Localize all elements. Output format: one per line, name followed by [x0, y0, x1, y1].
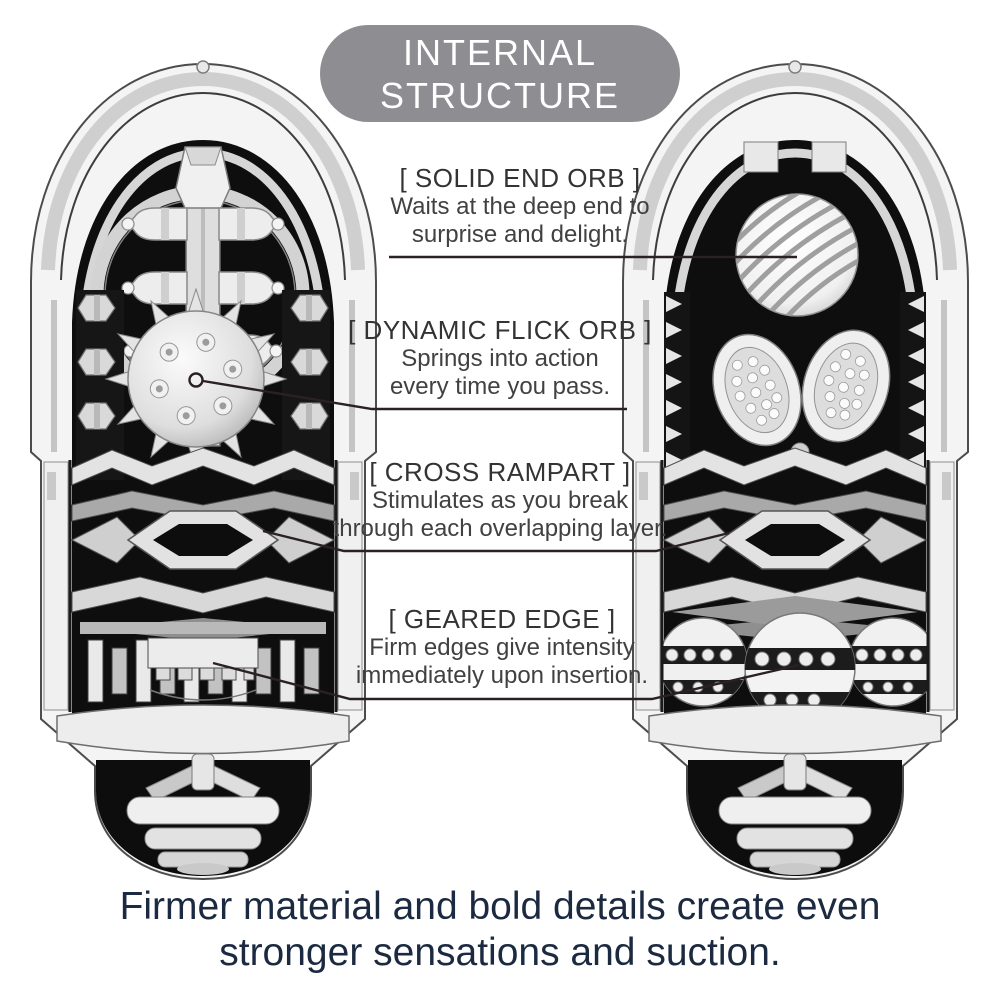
solid-end-orb-graphic	[735, 193, 859, 317]
zipper-teeth-rails	[664, 292, 926, 477]
annotation-desc-line2: through each overlapping layer.	[332, 515, 668, 542]
annotation-title: [ GEARED EDGE ]	[388, 604, 616, 634]
annotation-geared-edge: [ GEARED EDGE ] Firm edges give intensit…	[322, 604, 682, 690]
annotation-desc-line1: Stimulates as you break	[371, 487, 629, 514]
right-product-cutaway	[623, 61, 968, 879]
annotation-dynamic-flick-orb: [ DYNAMIC FLICK ORB ] Springs into actio…	[320, 315, 680, 401]
geared-edge-graphic-left	[80, 622, 326, 703]
annotation-desc-line2: every time you pass.	[389, 373, 611, 400]
dynamic-flick-orb-graphic	[104, 287, 288, 471]
pointer-lines	[188, 255, 800, 701]
annotation-title: [ DYNAMIC FLICK ORB ]	[348, 315, 652, 345]
dimpled-pod-left	[712, 333, 802, 447]
bottom-caption-line2: stronger sensations and suction.	[219, 931, 781, 974]
geared-edge-pointer-line	[212, 661, 800, 701]
annotation-desc-line1: Waits at the deep end to	[390, 193, 650, 220]
geared-edge-graphic-right	[658, 596, 938, 724]
dynamic-flick-orb-pointer-line	[188, 372, 627, 411]
annotation-cross-rampart: [ CROSS RAMPART ] Stimulates as you brea…	[320, 457, 680, 543]
annotation-desc-line1: Firm edges give intensity	[369, 634, 635, 661]
bottom-caption-line1: Firmer material and bold details create …	[119, 885, 881, 928]
hex-knob	[175, 146, 231, 209]
annotation-title: [ CROSS RAMPART ]	[369, 457, 631, 487]
top-tabs	[743, 141, 847, 173]
annotation-desc-line1: Springs into action	[401, 345, 599, 372]
title-badge-line1: INTERNAL	[402, 31, 598, 73]
annotation-title: [ SOLID END ORB ]	[399, 163, 641, 193]
title-badge: INTERNAL STRUCTURE	[320, 25, 680, 122]
bottom-caption: Firmer material and bold details create …	[0, 884, 1000, 976]
annotation-solid-end-orb: [ SOLID END ORB ] Waits at the deep end …	[340, 163, 700, 249]
annotation-desc-line2: surprise and delight.	[411, 221, 629, 248]
annotation-desc-line2: immediately upon insertion.	[355, 662, 649, 689]
flick-orb-face-cones	[149, 332, 243, 426]
dimpled-pod-right	[801, 329, 891, 443]
cross-rampart-pointer-line	[262, 529, 730, 553]
title-badge-line2: STRUCTURE	[380, 74, 620, 116]
left-product-cutaway	[31, 61, 376, 879]
side-hex-nubs	[76, 290, 330, 480]
